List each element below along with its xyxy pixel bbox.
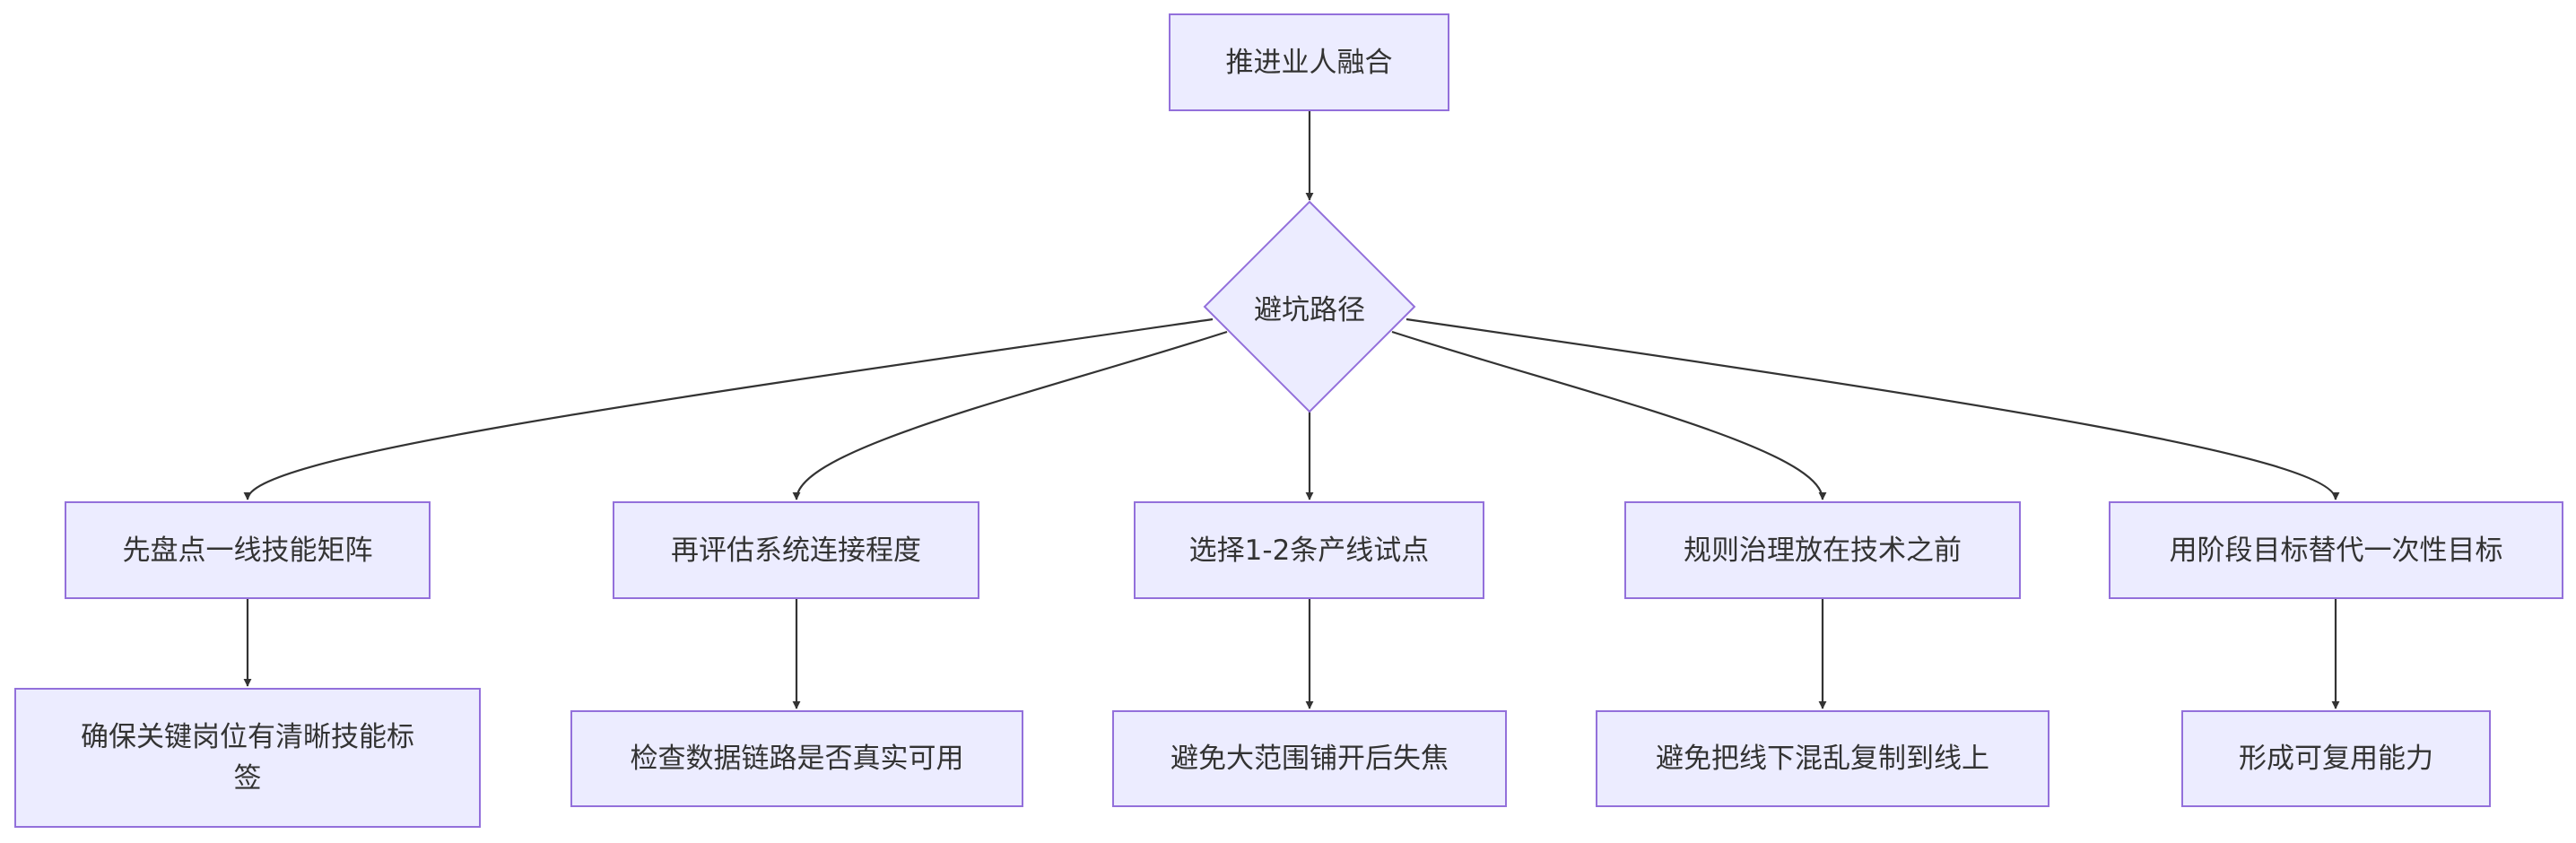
root-node-label: 推进业人融合 [1225, 46, 1393, 79]
step-node-2: 再评估系统连接程度 [613, 501, 979, 599]
outcome-node-2: 检查数据链路是否真实可用 [570, 710, 1023, 807]
outcome-node-3: 避免大范围铺开后失焦 [1112, 710, 1507, 807]
edge-decision-to-step-2 [792, 330, 1228, 500]
edge-decision-to-step-1 [243, 317, 1214, 500]
step-node-3: 选择1-2条产线试点 [1134, 501, 1484, 599]
outcome-node-4: 避免把线下混乱复制到线上 [1596, 710, 2049, 807]
decision-diamond [1203, 200, 1416, 413]
root-node: 推进业人融合 [1169, 13, 1449, 111]
step-node-3-label: 选择1-2条产线试点 [1188, 534, 1430, 567]
edge-decision-to-step-4 [1391, 330, 1827, 500]
outcome-node-4-label: 避免把线下混乱复制到线上 [1656, 743, 1989, 775]
outcome-node-5-label: 形成可复用能力 [2239, 743, 2433, 775]
step-node-2-label: 再评估系统连接程度 [671, 534, 921, 567]
outcome-node-3-label: 避免大范围铺开后失焦 [1171, 743, 1449, 775]
outcome-node-5: 形成可复用能力 [2181, 710, 2491, 807]
step-node-4: 规则治理放在技术之前 [1624, 501, 2021, 599]
outcome-node-1: 确保关键岗位有清晰技能标签 [14, 688, 481, 828]
outcome-node-1-label: 确保关键岗位有清晰技能标签 [81, 721, 414, 795]
step-node-4-label: 规则治理放在技术之前 [1684, 534, 1962, 567]
edge-decision-to-step-5 [1405, 317, 2340, 500]
step-node-5: 用阶段目标替代一次性目标 [2109, 501, 2563, 599]
decision-label-text: 避坑路径 [1254, 293, 1365, 326]
decision-label: 避坑路径 [1220, 280, 1399, 334]
step-node-5-label: 用阶段目标替代一次性目标 [2169, 534, 2503, 567]
step-node-1-label: 先盘点一线技能矩阵 [122, 534, 373, 567]
step-node-1: 先盘点一线技能矩阵 [65, 501, 431, 599]
outcome-node-2-label: 检查数据链路是否真实可用 [630, 743, 964, 775]
